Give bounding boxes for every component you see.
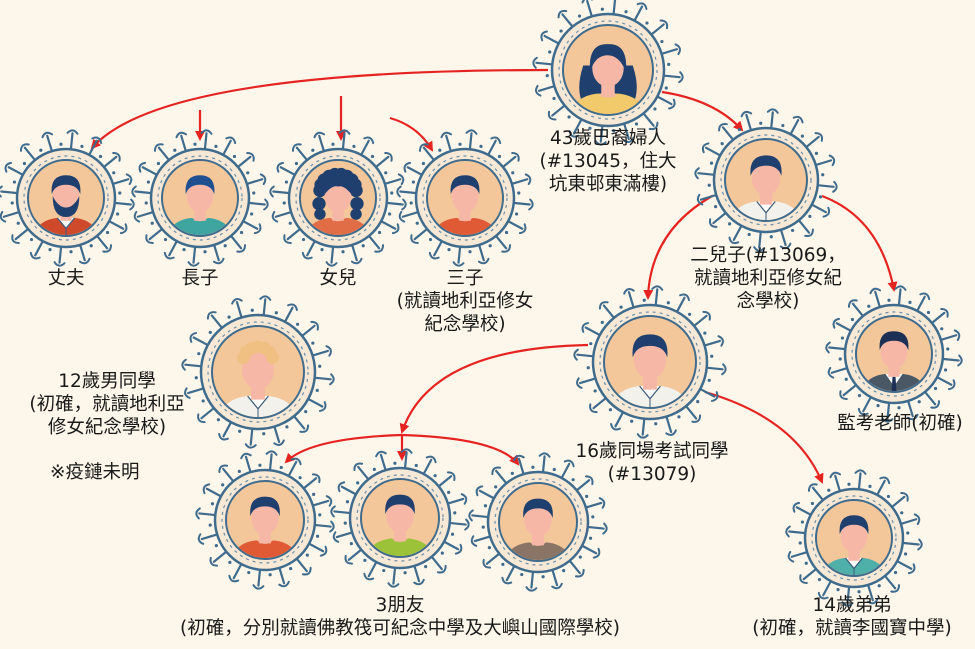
infected-person-icon [573, 285, 727, 439]
infected-person-icon [269, 129, 407, 267]
arrow-to-friend-3 [401, 433, 520, 466]
arrow-mother-to-second-son [661, 90, 744, 132]
arrow-mother-to-third-son [389, 116, 434, 152]
node-label-daughter: 女兒 [319, 268, 357, 289]
infected-person-icon [825, 285, 963, 423]
arrow-exam-classmate-to-brother [704, 390, 824, 484]
infection-arrows [90, 68, 898, 484]
infected-person-icon [532, 0, 684, 146]
infected-person-icon [0, 129, 135, 267]
arrow-friends-branch [284, 433, 403, 464]
node-label-friends: 3朋友 (初確，分別就讀佛教筏可紀念中學及大嶼山國際學校) [180, 595, 620, 639]
node-label-younger-brother: 14歲弟弟 (初確，就讀李國寶中學) [752, 595, 952, 639]
infected-person-icon [785, 469, 923, 607]
node-label-mother: 43歲巴裔婦人 (#13045，住大 坑東邨東滿樓) [539, 128, 677, 195]
node-label-classmate-12: 12歲男同學 (初確，就讀地利亞 修女紀念學校) [29, 371, 185, 438]
infected-person-icon [396, 129, 534, 267]
infected-person-icon [330, 448, 470, 588]
arrow-second-son-to-invigilator [821, 194, 898, 292]
unknown-chain-note: ※疫鏈未明 [50, 462, 140, 483]
node-label-exam-classmate-16: 16歲同場考試同學 (#13079) [575, 441, 729, 485]
node-label-eldest-son: 長子 [181, 268, 219, 289]
infected-person-icon [131, 129, 269, 267]
arrow-mother-to-children [90, 68, 549, 150]
infected-person-icon [181, 295, 335, 449]
infected-person-icon [694, 108, 838, 252]
node-label-husband: 丈夫 [47, 268, 85, 289]
node-label-second-son: 二兒子(#13069， 就讀地利亞修女紀 念學校) [690, 245, 846, 312]
arrow-exam-classmate-to-friends [399, 343, 589, 434]
infected-person-icon [468, 452, 608, 592]
node-label-invigilator: 監考老師(初確) [837, 413, 963, 434]
node-label-third-son: 三子 (就讀地利亞修女 紀念學校) [396, 268, 534, 335]
arrow-second-son-to-exam-classmate [643, 195, 713, 300]
infected-person-icon [195, 450, 335, 590]
